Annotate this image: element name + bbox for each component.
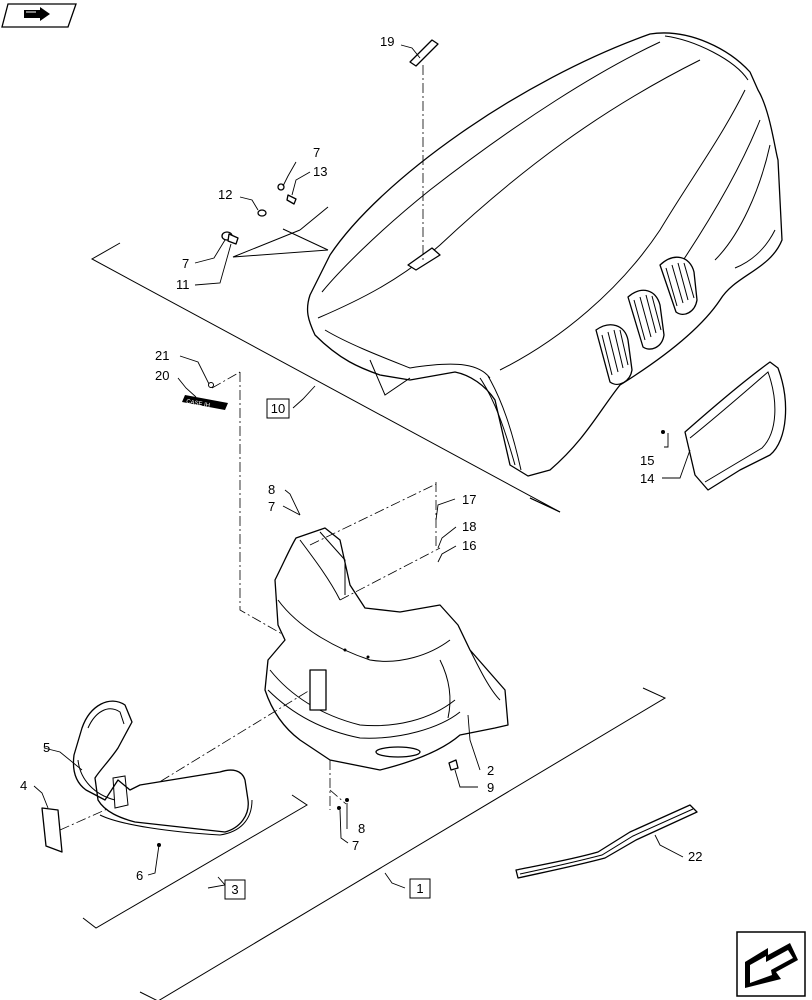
leader-lines [33,44,691,889]
callout-7[interactable]: 7 [268,499,275,514]
callout-8[interactable]: 8 [358,821,365,836]
assembly-box-10[interactable]: 10 [266,398,290,419]
callout-18[interactable]: 18 [462,519,476,534]
callout-15[interactable]: 15 [640,453,654,468]
callout-21[interactable]: 21 [155,348,169,363]
callout-8[interactable]: 8 [268,482,275,497]
callout-9[interactable]: 9 [487,780,494,795]
next-page-arrow-icon[interactable] [736,931,806,997]
svg-text:CASE IH: CASE IH [186,399,211,409]
bezel-trim-4 [41,807,63,853]
callout-7[interactable]: 7 [182,256,189,271]
side-panel-14 [661,361,787,491]
callout-6[interactable]: 6 [136,868,143,883]
callout-5[interactable]: 5 [43,740,50,755]
hood-vents [595,256,698,385]
svg-text:1: 1 [416,881,423,896]
assembly-box-3[interactable]: 3 [224,879,246,900]
callout-7[interactable]: 7 [352,838,359,853]
callout-12[interactable]: 12 [218,187,232,202]
decal-19 [409,39,439,67]
seal-strip-22 [515,804,698,879]
callout-19[interactable]: 19 [380,34,394,49]
callout-11[interactable]: 11 [176,277,190,292]
callout-17[interactable]: 17 [462,492,476,507]
callout-22[interactable]: 22 [688,849,702,864]
emblem: CASE IH [182,382,228,410]
hood [306,32,783,477]
callout-16[interactable]: 16 [462,538,476,553]
hood-fasteners [221,183,297,245]
clip-9 [448,759,459,771]
assembly-1-frame [139,687,667,1000]
callout-20[interactable]: 20 [155,368,169,383]
callout-4[interactable]: 4 [20,778,27,793]
grille-bezel-5 [72,700,253,836]
callout-14[interactable]: 14 [640,471,654,486]
svg-text:10: 10 [271,401,285,416]
front-grille [264,527,509,771]
book-arrow-icon[interactable] [1,3,77,28]
callout-7[interactable]: 7 [313,145,320,160]
assembly-3-frame [82,794,308,929]
callout-13[interactable]: 13 [313,164,327,179]
svg-text:3: 3 [231,882,238,897]
callout-2[interactable]: 2 [487,763,494,778]
assembly-box-1[interactable]: 1 [409,878,431,899]
